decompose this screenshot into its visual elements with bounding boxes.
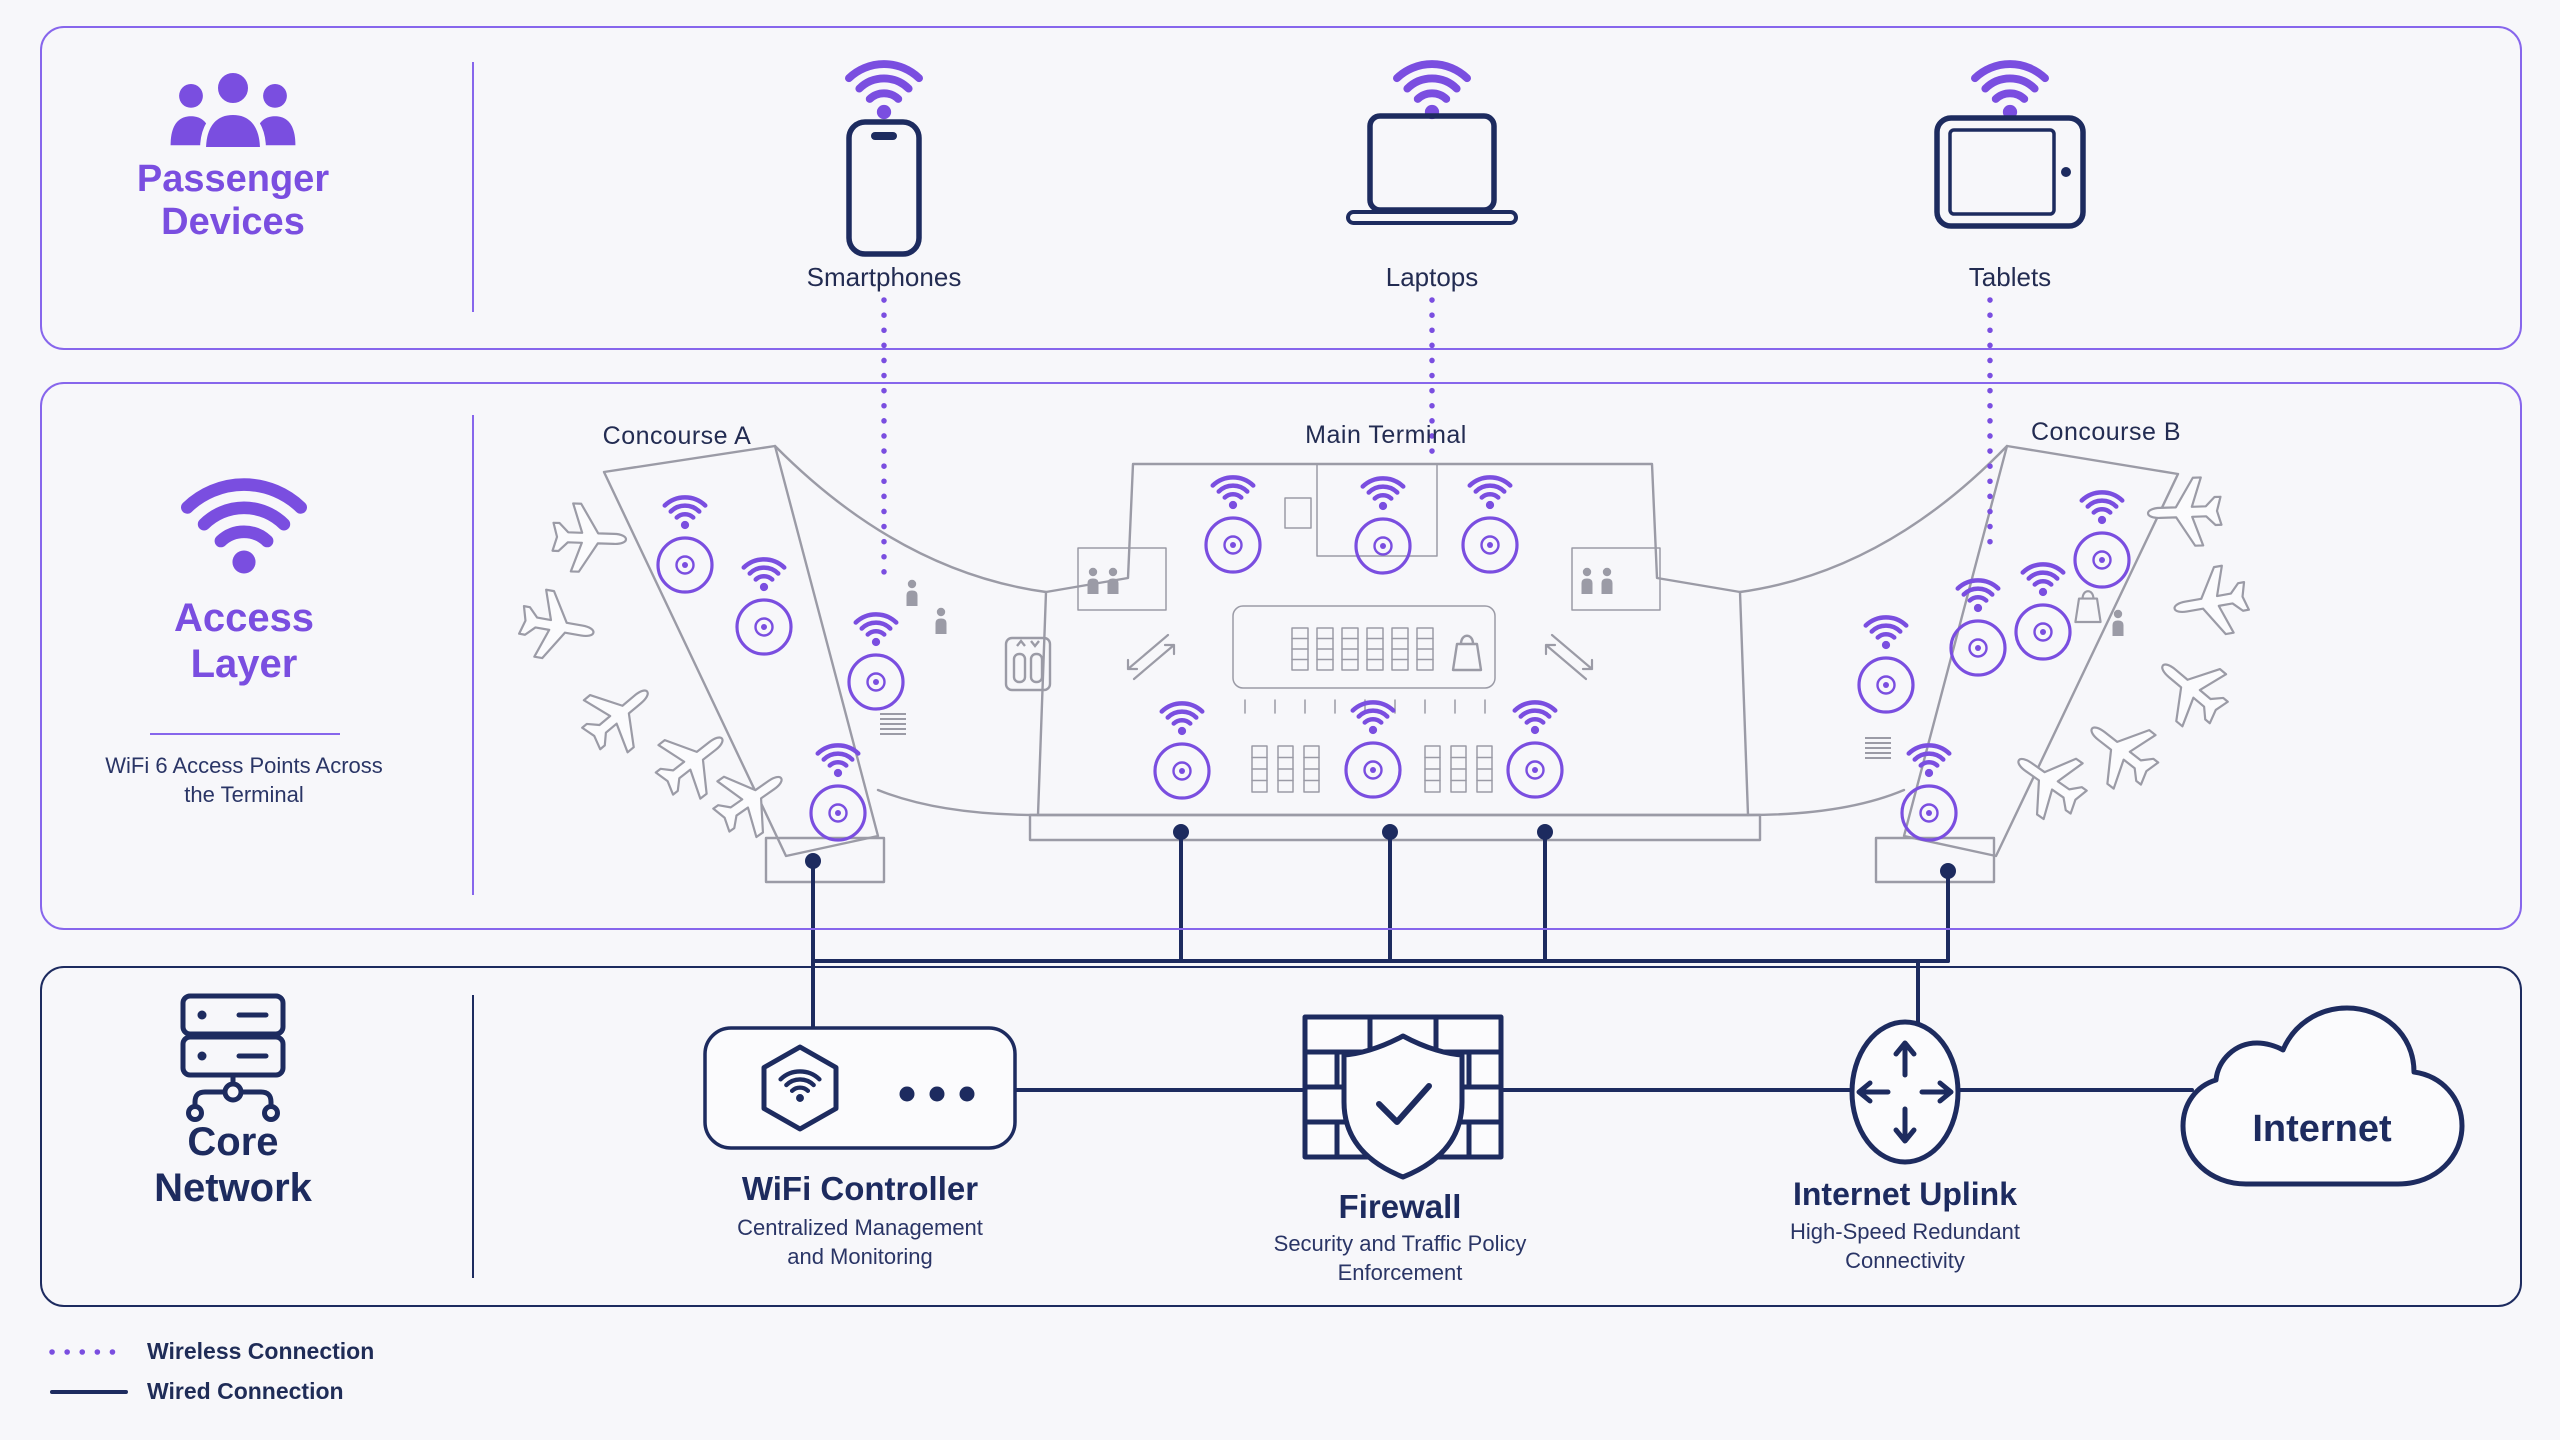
section-divider — [472, 415, 474, 895]
core-network-title: Core Network — [154, 1120, 312, 1210]
shield-check-icon — [1341, 1033, 1465, 1180]
legend-wired-label: Wired Connection — [147, 1378, 344, 1404]
server-icon — [180, 993, 286, 1122]
wired-connections — [805, 824, 2194, 1092]
main-terminal-label: Main Terminal — [1305, 421, 1467, 449]
passengers-icon — [170, 67, 296, 153]
passenger-devices-title: Passenger Devices — [136, 158, 330, 244]
laptop-icon — [1346, 113, 1518, 225]
terminal-floorplan — [602, 444, 2180, 884]
passenger-devices-section — [40, 26, 2522, 350]
smartphones-label: Smartphones — [806, 262, 962, 292]
firewall-icon — [1302, 1014, 1504, 1180]
wifi-controller-node — [703, 1026, 1017, 1150]
terminal-seating — [1244, 627, 1493, 793]
firewall-desc: Security and Traffic Policy Enforcement — [1273, 1231, 1527, 1285]
section-divider — [472, 62, 474, 312]
firewall-name: Firewall — [1338, 1188, 1462, 1225]
wireless-connections — [881, 297, 1993, 575]
laptops-label: Laptops — [1385, 262, 1479, 292]
hexagon-wifi-icon — [761, 1044, 839, 1132]
smartphone-icon — [846, 119, 922, 257]
internet-uplink-name: Internet Uplink — [1792, 1176, 2017, 1212]
core-network-section — [40, 966, 2522, 1307]
router-icon — [1849, 1019, 1961, 1165]
tablet-icon — [1934, 115, 2086, 229]
access-layer-divider — [150, 733, 340, 735]
internet-uplink-desc: High-Speed Redundant Connectivity — [1790, 1219, 2020, 1273]
access-layer-title: Access Layer — [173, 596, 315, 686]
access-layer-section — [40, 382, 2522, 930]
internet-label: Internet — [2252, 1108, 2392, 1150]
device-icons — [170, 64, 2086, 257]
access-layer-subtitle: WiFi 6 Access Points Across the Terminal — [105, 753, 383, 807]
tablets-label: Tablets — [1968, 262, 2052, 292]
wifi-controller-desc: Centralized Management and Monitoring — [737, 1215, 983, 1269]
legend-wireless-label: Wireless Connection — [147, 1338, 375, 1364]
concourse-b-label: Concourse B — [2030, 418, 2182, 446]
cloud-icon — [2180, 1005, 2465, 1187]
wifi-controller-name: WiFi Controller — [741, 1170, 979, 1207]
section-divider — [472, 995, 474, 1278]
concourse-a-label: Concourse A — [602, 422, 752, 450]
